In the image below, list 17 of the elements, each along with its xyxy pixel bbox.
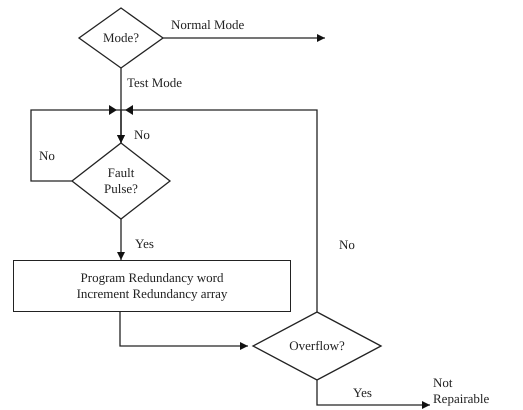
decision-diamond — [79, 8, 163, 68]
edge-label: Normal Mode — [170, 17, 246, 32]
decision-diamond — [253, 312, 381, 380]
node-text: Fault Pulse? — [103, 165, 139, 197]
arrow — [119, 312, 248, 350]
decision-diamond — [72, 143, 170, 219]
node-text: Not Repairable — [433, 375, 490, 407]
arrow — [163, 34, 325, 42]
node-text: Increment Redundancy array — [76, 286, 228, 302]
process-box — [13, 260, 291, 312]
node-text: Program Redundancy word — [80, 270, 224, 286]
node-text: Mode? — [102, 30, 140, 46]
arrow — [316, 380, 430, 409]
edge-label: Test Mode — [126, 75, 184, 90]
arrow — [117, 219, 125, 260]
arrow — [117, 105, 318, 312]
node-text: Overflow? — [289, 338, 345, 354]
